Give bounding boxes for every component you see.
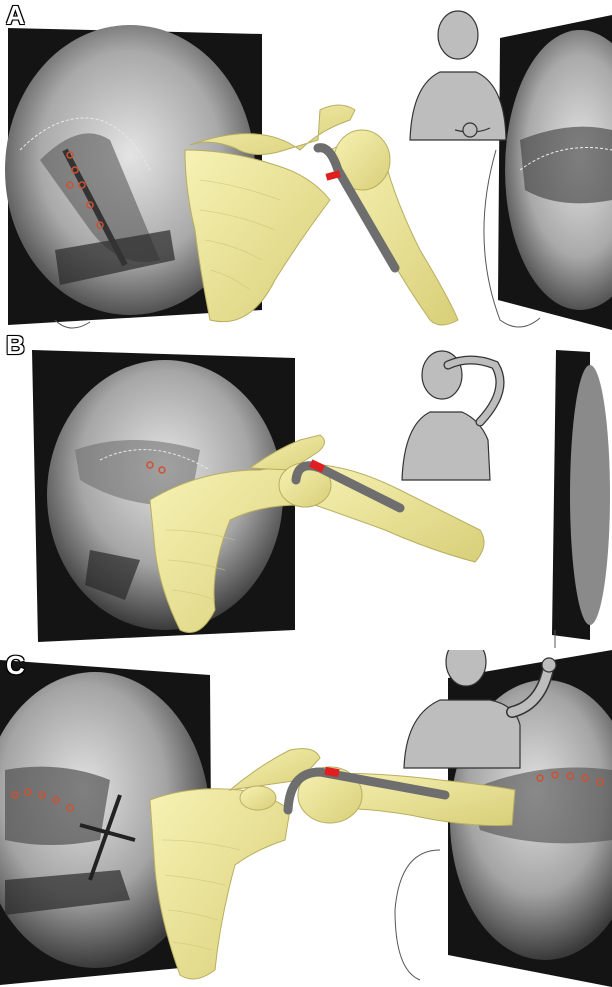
patient-pose-figure [410, 11, 506, 140]
panel-b-illustration [0, 330, 612, 650]
fluoroscopy-image-right [498, 15, 612, 330]
panel-a-illustration [0, 0, 612, 330]
panel-c: C [0, 650, 612, 987]
fluoroscopy-image-right [552, 350, 610, 640]
panel-a: A [0, 0, 612, 330]
panel-label-c: C [6, 650, 25, 681]
patient-pose-figure [402, 351, 500, 480]
panel-c-illustration [0, 650, 612, 987]
panel-label-b: B [6, 330, 25, 361]
panel-b: B [0, 330, 612, 650]
panel-label-a: A [6, 0, 25, 31]
